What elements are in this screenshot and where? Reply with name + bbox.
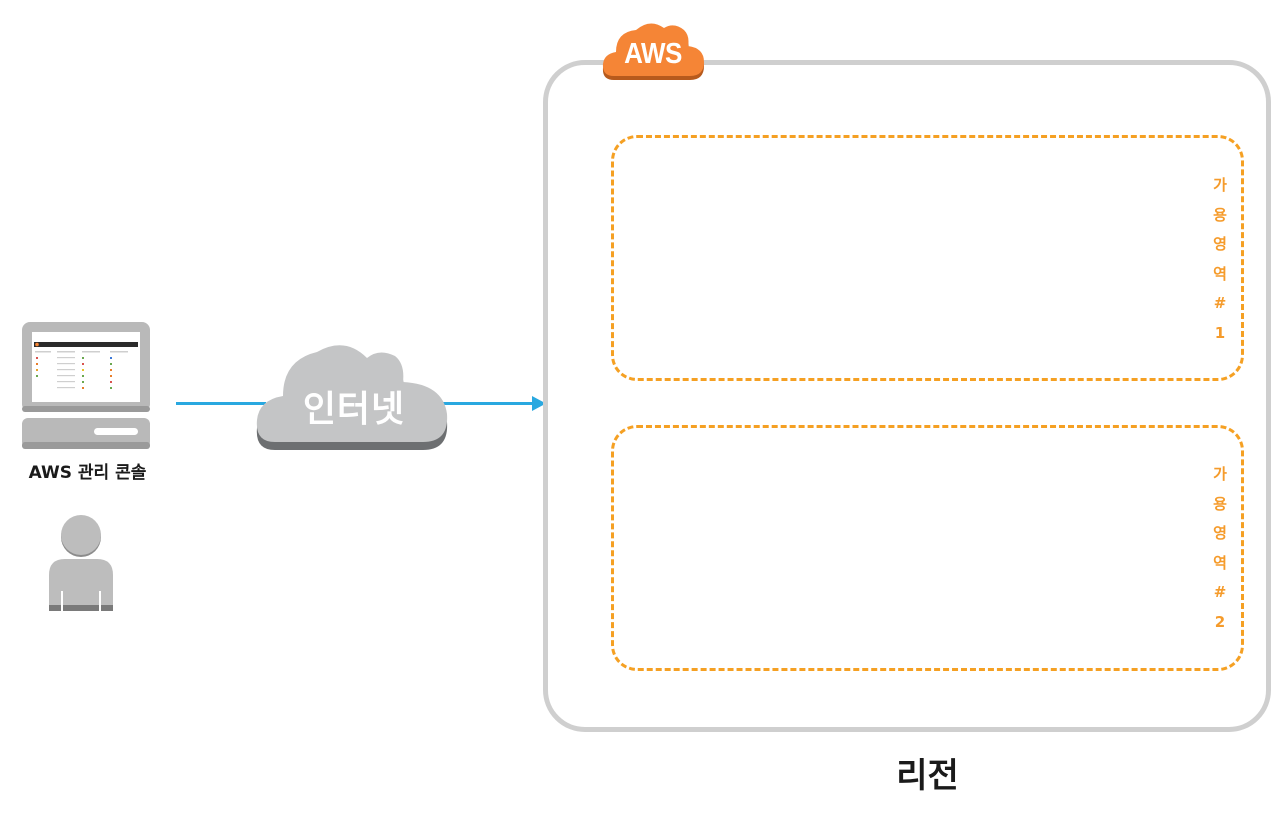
aws-cloud-badge-icon <box>602 23 704 80</box>
availability-zone-1-label: 가 용 영 역 # 1 <box>1213 176 1227 342</box>
availability-zone-2 <box>611 425 1244 671</box>
cloud-icon <box>256 345 448 450</box>
availability-zone-1 <box>611 135 1244 381</box>
console-label: AWS 관리 콘솔 <box>28 463 147 483</box>
arrow-head-icon <box>532 396 546 411</box>
computer-console-icon <box>22 322 150 449</box>
internet-label: 인터넷 <box>302 389 406 430</box>
connection-line-console-internet <box>176 402 266 405</box>
aws-badge-label: AWS <box>624 36 682 70</box>
availability-zone-2-label: 가 용 영 역 # 2 <box>1213 465 1227 631</box>
region-container <box>543 60 1271 732</box>
connection-line-internet-region <box>440 402 536 405</box>
region-label: 리전 <box>896 756 959 796</box>
user-icon <box>49 515 113 611</box>
